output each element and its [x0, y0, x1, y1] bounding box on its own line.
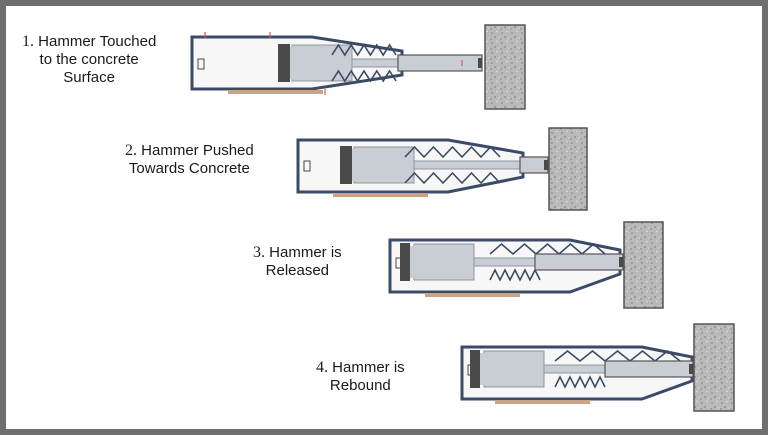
step-2-number: 2.: [125, 142, 137, 159]
hammer-mass: [470, 350, 480, 388]
hammer-mass: [400, 243, 410, 281]
upper-spring: [489, 242, 606, 256]
latch: [303, 160, 311, 172]
step-4-number: 4.: [316, 359, 328, 376]
guide-cylinder: [353, 146, 415, 184]
guide-rod: [543, 364, 606, 374]
step-3-number: 3.: [253, 244, 265, 261]
step-1-line-2: to the concrete: [39, 51, 139, 68]
upper-spring: [554, 349, 681, 363]
hammer-base-plate: [495, 400, 590, 404]
plunger-tip: [619, 257, 623, 267]
plunger-tip: [478, 58, 482, 68]
guide-rod: [413, 160, 521, 170]
plunger-tip: [689, 364, 693, 374]
hammer-mass: [278, 44, 290, 82]
step-1-number: 1.: [22, 33, 34, 50]
upper-spring: [404, 145, 501, 159]
hammer-base-plate: [425, 293, 520, 297]
guide-rod: [473, 257, 536, 267]
step-2-label: 2. Hammer Pushed Towards Concrete: [125, 142, 254, 178]
hammer-stage-3: [388, 221, 664, 309]
upper-spring: [331, 43, 397, 57]
lower-spring: [489, 268, 541, 282]
step-4-line-1: Hammer is: [332, 359, 405, 376]
hammer-stage-4: [460, 323, 735, 412]
plunger: [519, 156, 549, 174]
hammer-collar: [352, 149, 358, 181]
hammer-stage-2: [296, 127, 588, 211]
concrete-block: [623, 221, 664, 309]
step-1-label: 1. Hammer Touched to the concrete Surfac…: [22, 33, 156, 87]
step-1-line-3: Surface: [63, 69, 115, 86]
step-4-label: 4. Hammer is Rebound: [316, 359, 405, 395]
lower-spring: [554, 375, 606, 389]
step-3-label: 3. Hammer is Released: [253, 244, 342, 280]
hammer-base-plate: [333, 193, 428, 197]
step-1-line-1: Hammer Touched: [38, 33, 157, 50]
hammer-collar: [290, 47, 296, 79]
concrete-block: [484, 24, 526, 110]
plunger: [534, 253, 624, 271]
guide-cylinder: [413, 243, 475, 281]
step-2-line-2: Towards Concrete: [128, 160, 250, 177]
hammer-mass: [340, 146, 352, 184]
concrete-block: [693, 323, 735, 412]
step-4-line-2: Rebound: [329, 377, 391, 394]
guide-cylinder: [291, 44, 353, 82]
plunger: [397, 54, 483, 72]
step-3-line-1: Hammer is: [269, 244, 342, 261]
lower-spring: [404, 171, 501, 185]
plunger-tip: [544, 160, 548, 170]
guide-cylinder: [483, 350, 545, 388]
step-2-line-1: Hammer Pushed: [141, 142, 254, 159]
hammer-collar: [410, 246, 416, 278]
guide-rod: [351, 58, 399, 68]
latch: [197, 58, 205, 70]
lower-spring: [331, 69, 397, 83]
hammer-stage-1: [190, 24, 526, 110]
plunger: [604, 360, 694, 378]
step-3-line-2: Released: [265, 262, 330, 279]
hammer-collar: [480, 353, 486, 385]
hammer-base-plate: [228, 90, 323, 94]
concrete-block: [548, 127, 588, 211]
